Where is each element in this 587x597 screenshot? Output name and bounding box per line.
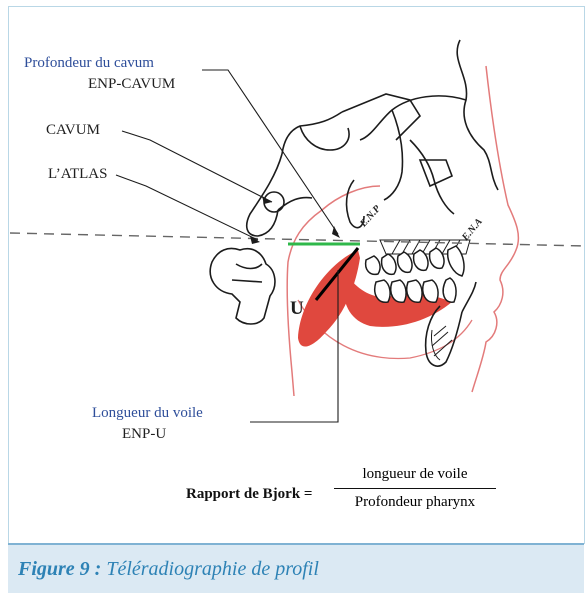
lower-teeth [375, 278, 456, 302]
figure-caption: Figure 9 : Téléradiographie de profil [18, 558, 319, 581]
label-cavum: CAVUM [46, 122, 100, 139]
bjork-ratio-formula: Rapport de Bjork = longueur de voile Pro… [186, 466, 516, 526]
formula-numerator: longueur de voile [334, 466, 496, 483]
atlas-vertebrae [210, 249, 275, 325]
label-atlas: L’ATLAS [48, 166, 107, 183]
caption-prefix: Figure 9 : [18, 558, 101, 580]
upper-teeth [366, 246, 464, 276]
label-longueur-voile: Longueur du voile [92, 405, 203, 422]
formula-denominator: Profondeur pharynx [334, 494, 496, 511]
label-profondeur-cavum: Profondeur du cavum [24, 55, 154, 72]
label-enp-u: ENP-U [122, 426, 166, 443]
formula-lhs: Rapport de Bjork = [186, 486, 312, 503]
label-point-u: U [290, 298, 304, 320]
caption-text: Téléradiographie de profil [101, 558, 319, 580]
leader-lines [116, 70, 338, 422]
label-enp-cavum: ENP-CAVUM [88, 76, 175, 93]
formula-fraction-bar [334, 488, 496, 489]
caption-bar: Figure 9 : Téléradiographie de profil [8, 543, 584, 593]
